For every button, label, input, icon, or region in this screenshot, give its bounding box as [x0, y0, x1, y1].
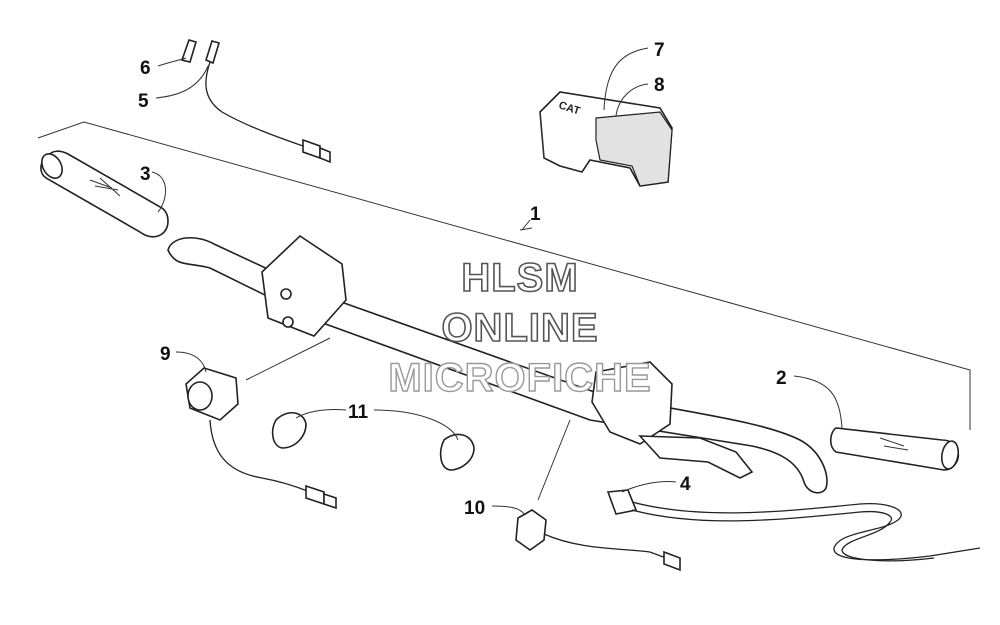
- part-7-8-pad: CAT: [539, 91, 673, 187]
- part-2-right-grip: [829, 427, 960, 471]
- part-10-connector: [515, 509, 681, 572]
- part-11-clips: [271, 412, 475, 471]
- callout-5: 5: [138, 91, 149, 112]
- callout-1: 1: [530, 204, 541, 225]
- watermark-line-2: ONLINE: [441, 305, 599, 351]
- callout-6: 6: [140, 58, 151, 79]
- part-3-left-grip: [40, 150, 169, 238]
- callout-3: 3: [140, 164, 151, 185]
- part-4-heater-cable: [606, 489, 981, 562]
- callout-10: 10: [464, 498, 485, 519]
- callout-4: 4: [680, 474, 691, 495]
- part-9-switch: [185, 367, 337, 510]
- callout-11: 11: [348, 402, 369, 423]
- watermark-line-1: HLSM: [461, 255, 579, 301]
- callout-7: 7: [654, 40, 665, 61]
- callout-9: 9: [160, 344, 171, 365]
- part-5-wire-switch: [205, 40, 331, 164]
- brake-lever-assembly: [537, 361, 754, 501]
- callout-8: 8: [654, 75, 665, 96]
- callout-labels: 6 5 3 7 8 1 2 9 11 10 4: [138, 40, 787, 519]
- watermark-line-3: MICROFICHE: [388, 355, 652, 400]
- callout-2: 2: [776, 368, 787, 389]
- handlebar-clamp: [245, 234, 347, 381]
- leader-lines: [151, 47, 843, 515]
- part-6-tab: [180, 39, 197, 63]
